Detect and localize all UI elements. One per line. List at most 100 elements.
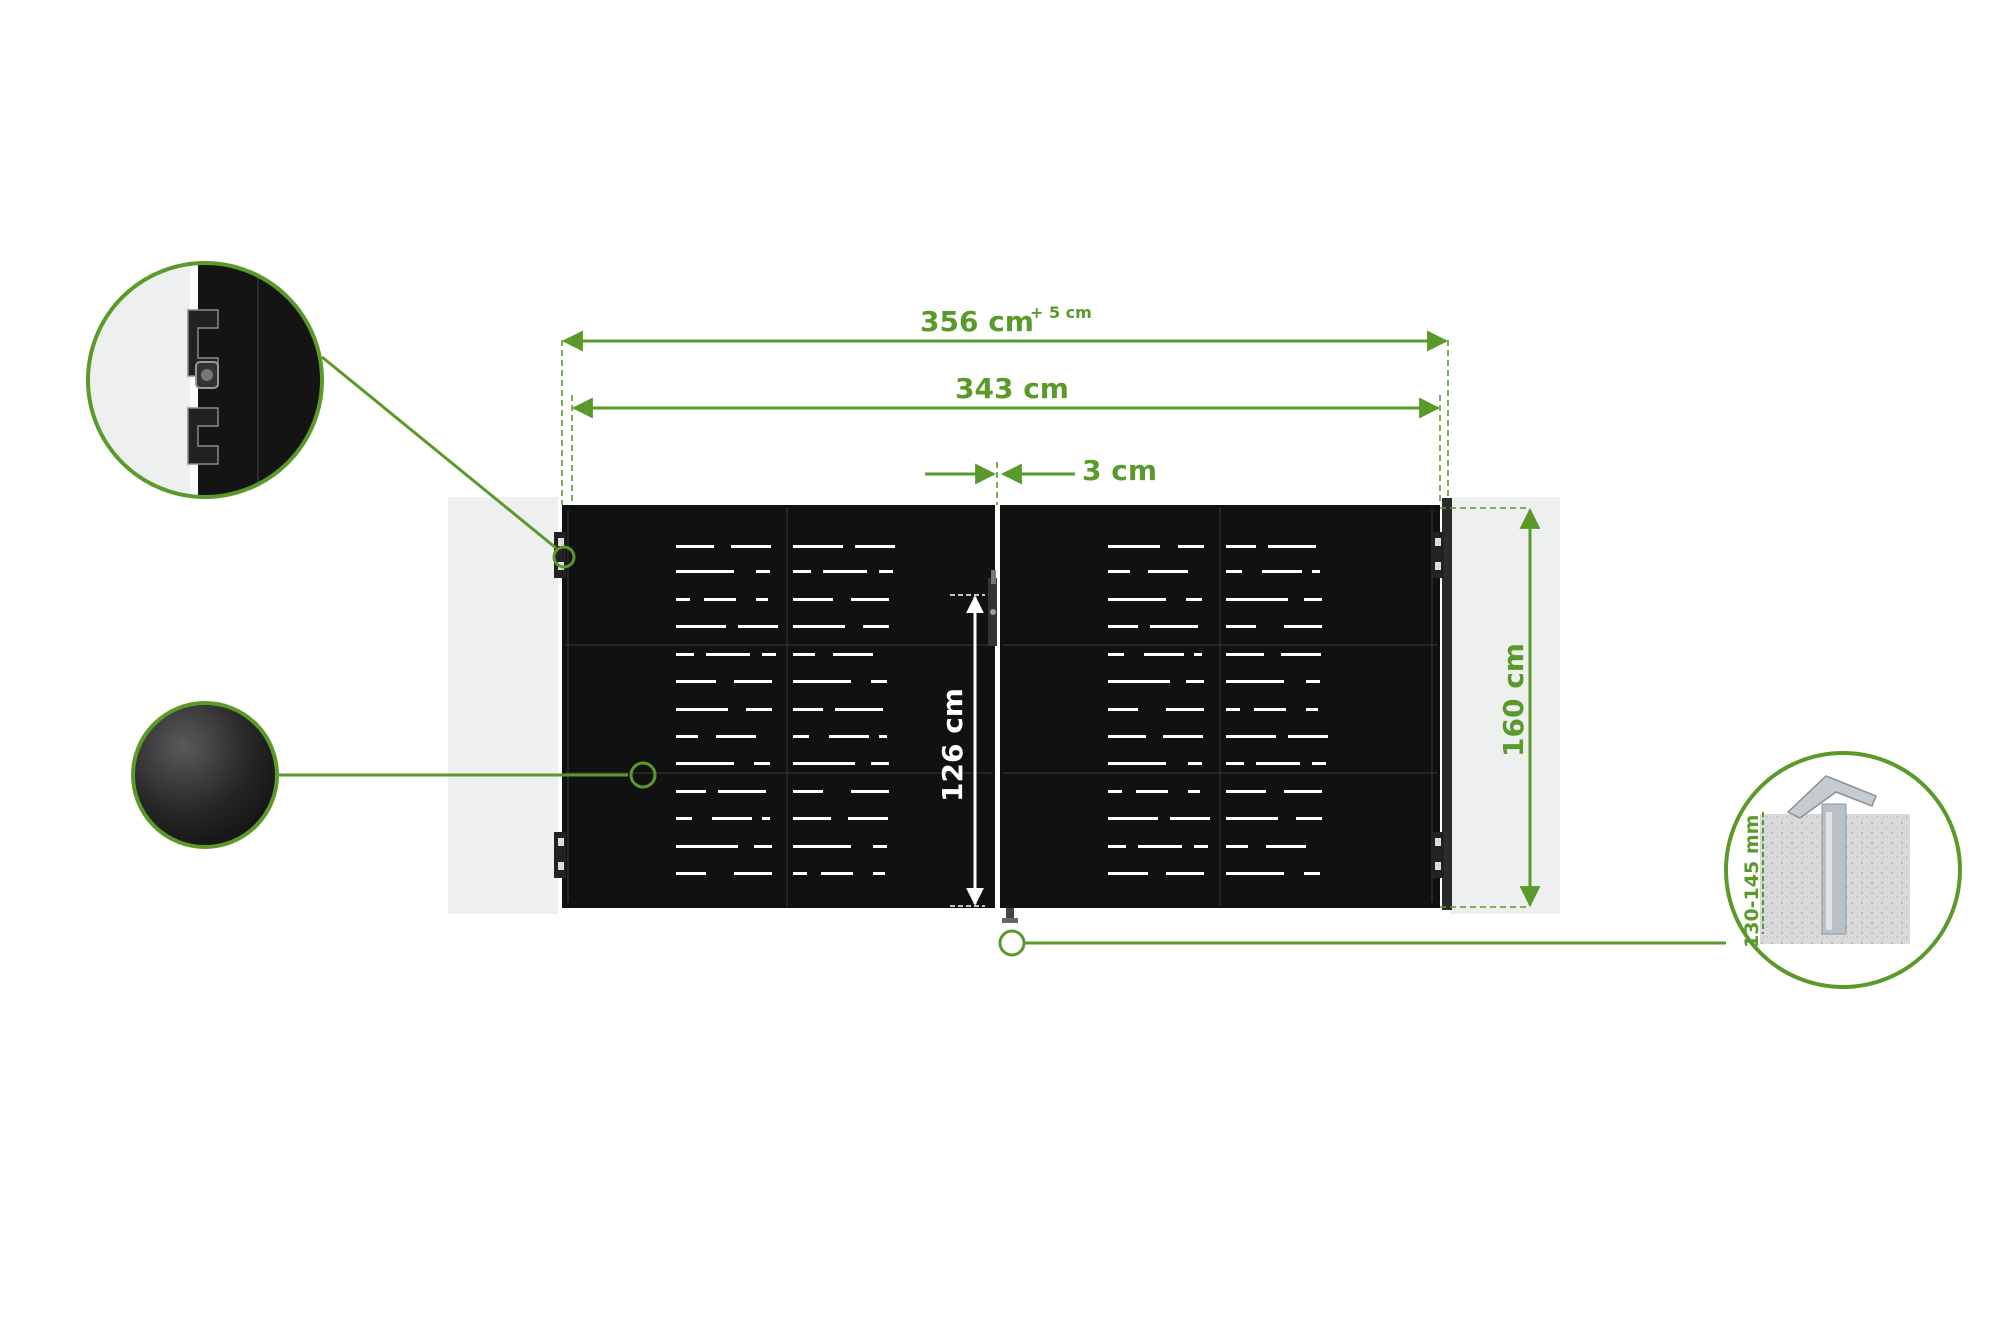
perforation-slot — [734, 680, 772, 683]
lock-height-label: 126 cm — [936, 688, 969, 802]
perforation-slot — [1226, 817, 1278, 820]
perforation-slot — [731, 545, 771, 548]
perforation-slot — [1108, 762, 1166, 765]
perforation-slot — [1150, 625, 1198, 628]
perforation-slot — [1312, 762, 1326, 765]
perforation-slot — [793, 735, 809, 738]
perforation-slot — [1262, 570, 1302, 573]
perforation-slot — [1166, 872, 1204, 875]
perforation-slot — [1108, 545, 1160, 548]
gate-width-label: 343 cm — [955, 372, 1069, 405]
hinge-marker-ring — [552, 545, 576, 569]
anchor-depth-label: 130-145 mm — [1741, 815, 1763, 948]
perforation-slot — [1296, 817, 1322, 820]
perforation-slot — [762, 817, 770, 820]
perforation-slot — [793, 872, 807, 875]
perforation-slot — [873, 845, 887, 848]
right-wall — [1450, 497, 1560, 914]
perforation-slot — [1186, 680, 1204, 683]
perforation-slot — [1136, 790, 1168, 793]
perforation-slot — [1163, 735, 1203, 738]
perforation-slot — [793, 790, 823, 793]
perforation-slot — [879, 570, 893, 573]
perforation-slot — [1226, 790, 1266, 793]
black-color-swatch — [131, 701, 279, 849]
perforation-slot — [871, 680, 887, 683]
hinge-right-bottom — [1433, 832, 1444, 878]
perforation-slot — [1281, 653, 1321, 656]
perforation-slot — [1226, 680, 1284, 683]
perforation-slot — [1108, 708, 1138, 711]
perforation-slot — [793, 817, 831, 820]
gate-height-label: 160 cm — [1497, 643, 1530, 757]
perforation-slot — [1226, 762, 1244, 765]
perforation-slot — [1268, 545, 1316, 548]
perforation-slot — [1226, 872, 1284, 875]
perforation-slot — [1194, 653, 1202, 656]
perforation-slot — [1188, 762, 1202, 765]
perforation-slot — [676, 570, 734, 573]
perforation-slot — [1188, 790, 1200, 793]
perforation-slot — [1226, 708, 1240, 711]
perforation-slot — [1226, 653, 1264, 656]
perforation-slot — [829, 735, 869, 738]
perforation-slot — [704, 598, 736, 601]
perforation-slot — [1138, 845, 1182, 848]
overall-width-tolerance: + 5 cm — [1030, 303, 1092, 322]
perforation-slot — [1108, 598, 1166, 601]
perforation-slot — [756, 570, 770, 573]
perforation-slot — [1226, 598, 1288, 601]
perforation-slot — [793, 708, 823, 711]
perforation-slot — [1226, 625, 1256, 628]
left-wall — [448, 497, 558, 914]
perforation-slot — [718, 790, 766, 793]
perforation-slot — [1304, 598, 1322, 601]
perforation-slot — [855, 545, 895, 548]
perforation-slot — [793, 762, 855, 765]
perforation-slot — [851, 598, 889, 601]
perforation-slot — [873, 872, 885, 875]
perforation-slot — [1306, 708, 1318, 711]
perforation-slot — [754, 762, 770, 765]
perforation-slot — [1266, 845, 1306, 848]
hinge-detail-callout — [86, 261, 324, 499]
perforation-slot — [1166, 708, 1204, 711]
perforation-slot — [1108, 735, 1146, 738]
perforation-slot — [1108, 570, 1130, 573]
perforation-slot — [676, 817, 692, 820]
perforation-slot — [848, 817, 888, 820]
perforation-slot — [1304, 872, 1320, 875]
perforation-slot — [1284, 790, 1322, 793]
color-marker-ring — [629, 761, 657, 789]
perforation-slot — [1108, 817, 1158, 820]
hinge-left-top — [554, 532, 566, 578]
perforation-slot — [1108, 653, 1124, 656]
perforation-slot — [793, 570, 811, 573]
perforation-slot — [734, 872, 772, 875]
perforation-slot — [1306, 680, 1320, 683]
drop-bolt — [1002, 908, 1018, 923]
perforation-slot — [851, 790, 889, 793]
perforation-slot — [1226, 545, 1256, 548]
perforation-slot — [1186, 598, 1202, 601]
perforation-slot — [821, 872, 853, 875]
perforation-slot — [793, 598, 833, 601]
perforation-slot — [793, 625, 845, 628]
perforation-slot — [793, 680, 851, 683]
perforation-slot — [676, 762, 734, 765]
perforation-slot — [676, 598, 690, 601]
perforation-slot — [1254, 708, 1286, 711]
perforation-slot — [1178, 545, 1204, 548]
perforation-slot — [793, 545, 843, 548]
gate-lock-handle — [988, 570, 997, 646]
perforation-slot — [762, 653, 776, 656]
perforation-slot — [1194, 845, 1208, 848]
perforation-slot — [1226, 735, 1276, 738]
perforation-slot — [1284, 625, 1322, 628]
perforation-slot — [1226, 845, 1248, 848]
perforation-slot — [1108, 845, 1126, 848]
gate-leaf-left — [562, 505, 995, 908]
perforation-slot — [738, 625, 778, 628]
perforation-slot — [871, 762, 889, 765]
perforation-slot — [1108, 790, 1122, 793]
